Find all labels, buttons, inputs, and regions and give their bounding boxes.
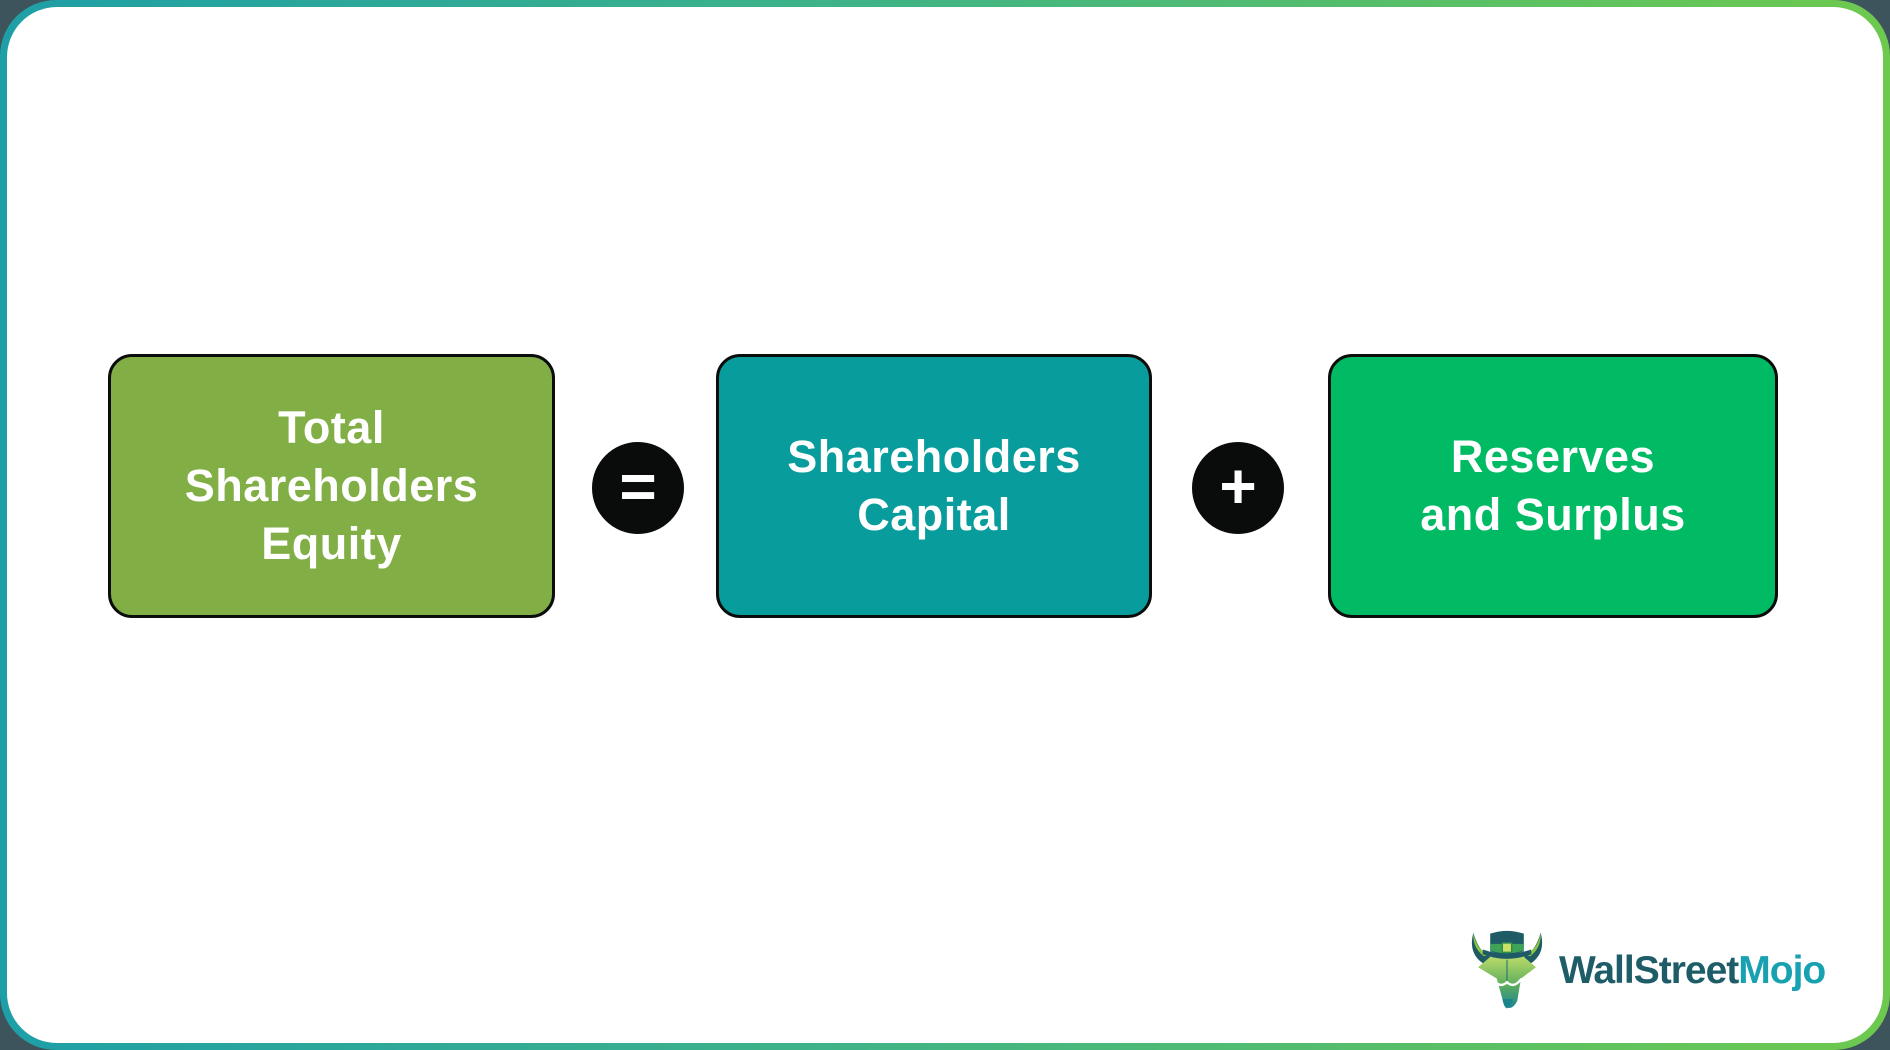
- wallstreetmojo-bull-icon: [1471, 930, 1543, 1009]
- equals-operator-circle: =: [592, 442, 684, 534]
- brand-wallstreet: WallStreet: [1559, 949, 1739, 992]
- brand-mojo: Mojo: [1738, 949, 1826, 992]
- shareholders-capital-box: Shareholders Capital: [716, 354, 1152, 618]
- total-shareholders-equity-box: Total Shareholders Equity: [108, 354, 555, 618]
- equals-icon: =: [619, 450, 657, 522]
- brand-text: WallStreetMojo: [1559, 949, 1826, 993]
- wallstreetmojo-logo: WallStreetMojo: [1465, 925, 1826, 1017]
- reserves-and-surplus-box: Reserves and Surplus: [1328, 354, 1778, 618]
- shareholders-capital-label-line2: Capital: [857, 489, 1011, 540]
- reserves-and-surplus-label-line1: Reserves: [1450, 431, 1656, 482]
- total-shareholders-equity-label-line3: Equity: [261, 518, 402, 569]
- total-shareholders-equity-label-line2: Shareholders: [184, 460, 479, 511]
- plus-operator-circle: +: [1192, 442, 1284, 534]
- reserves-and-surplus-label-line2: and Surplus: [1420, 489, 1686, 540]
- shareholders-capital-label-line1: Shareholders: [787, 431, 1081, 482]
- canvas: Total Shareholders Equity = Shareholders…: [7, 7, 1883, 1043]
- total-shareholders-equity-label-line1: Total: [278, 402, 385, 453]
- plus-icon: +: [1219, 450, 1257, 522]
